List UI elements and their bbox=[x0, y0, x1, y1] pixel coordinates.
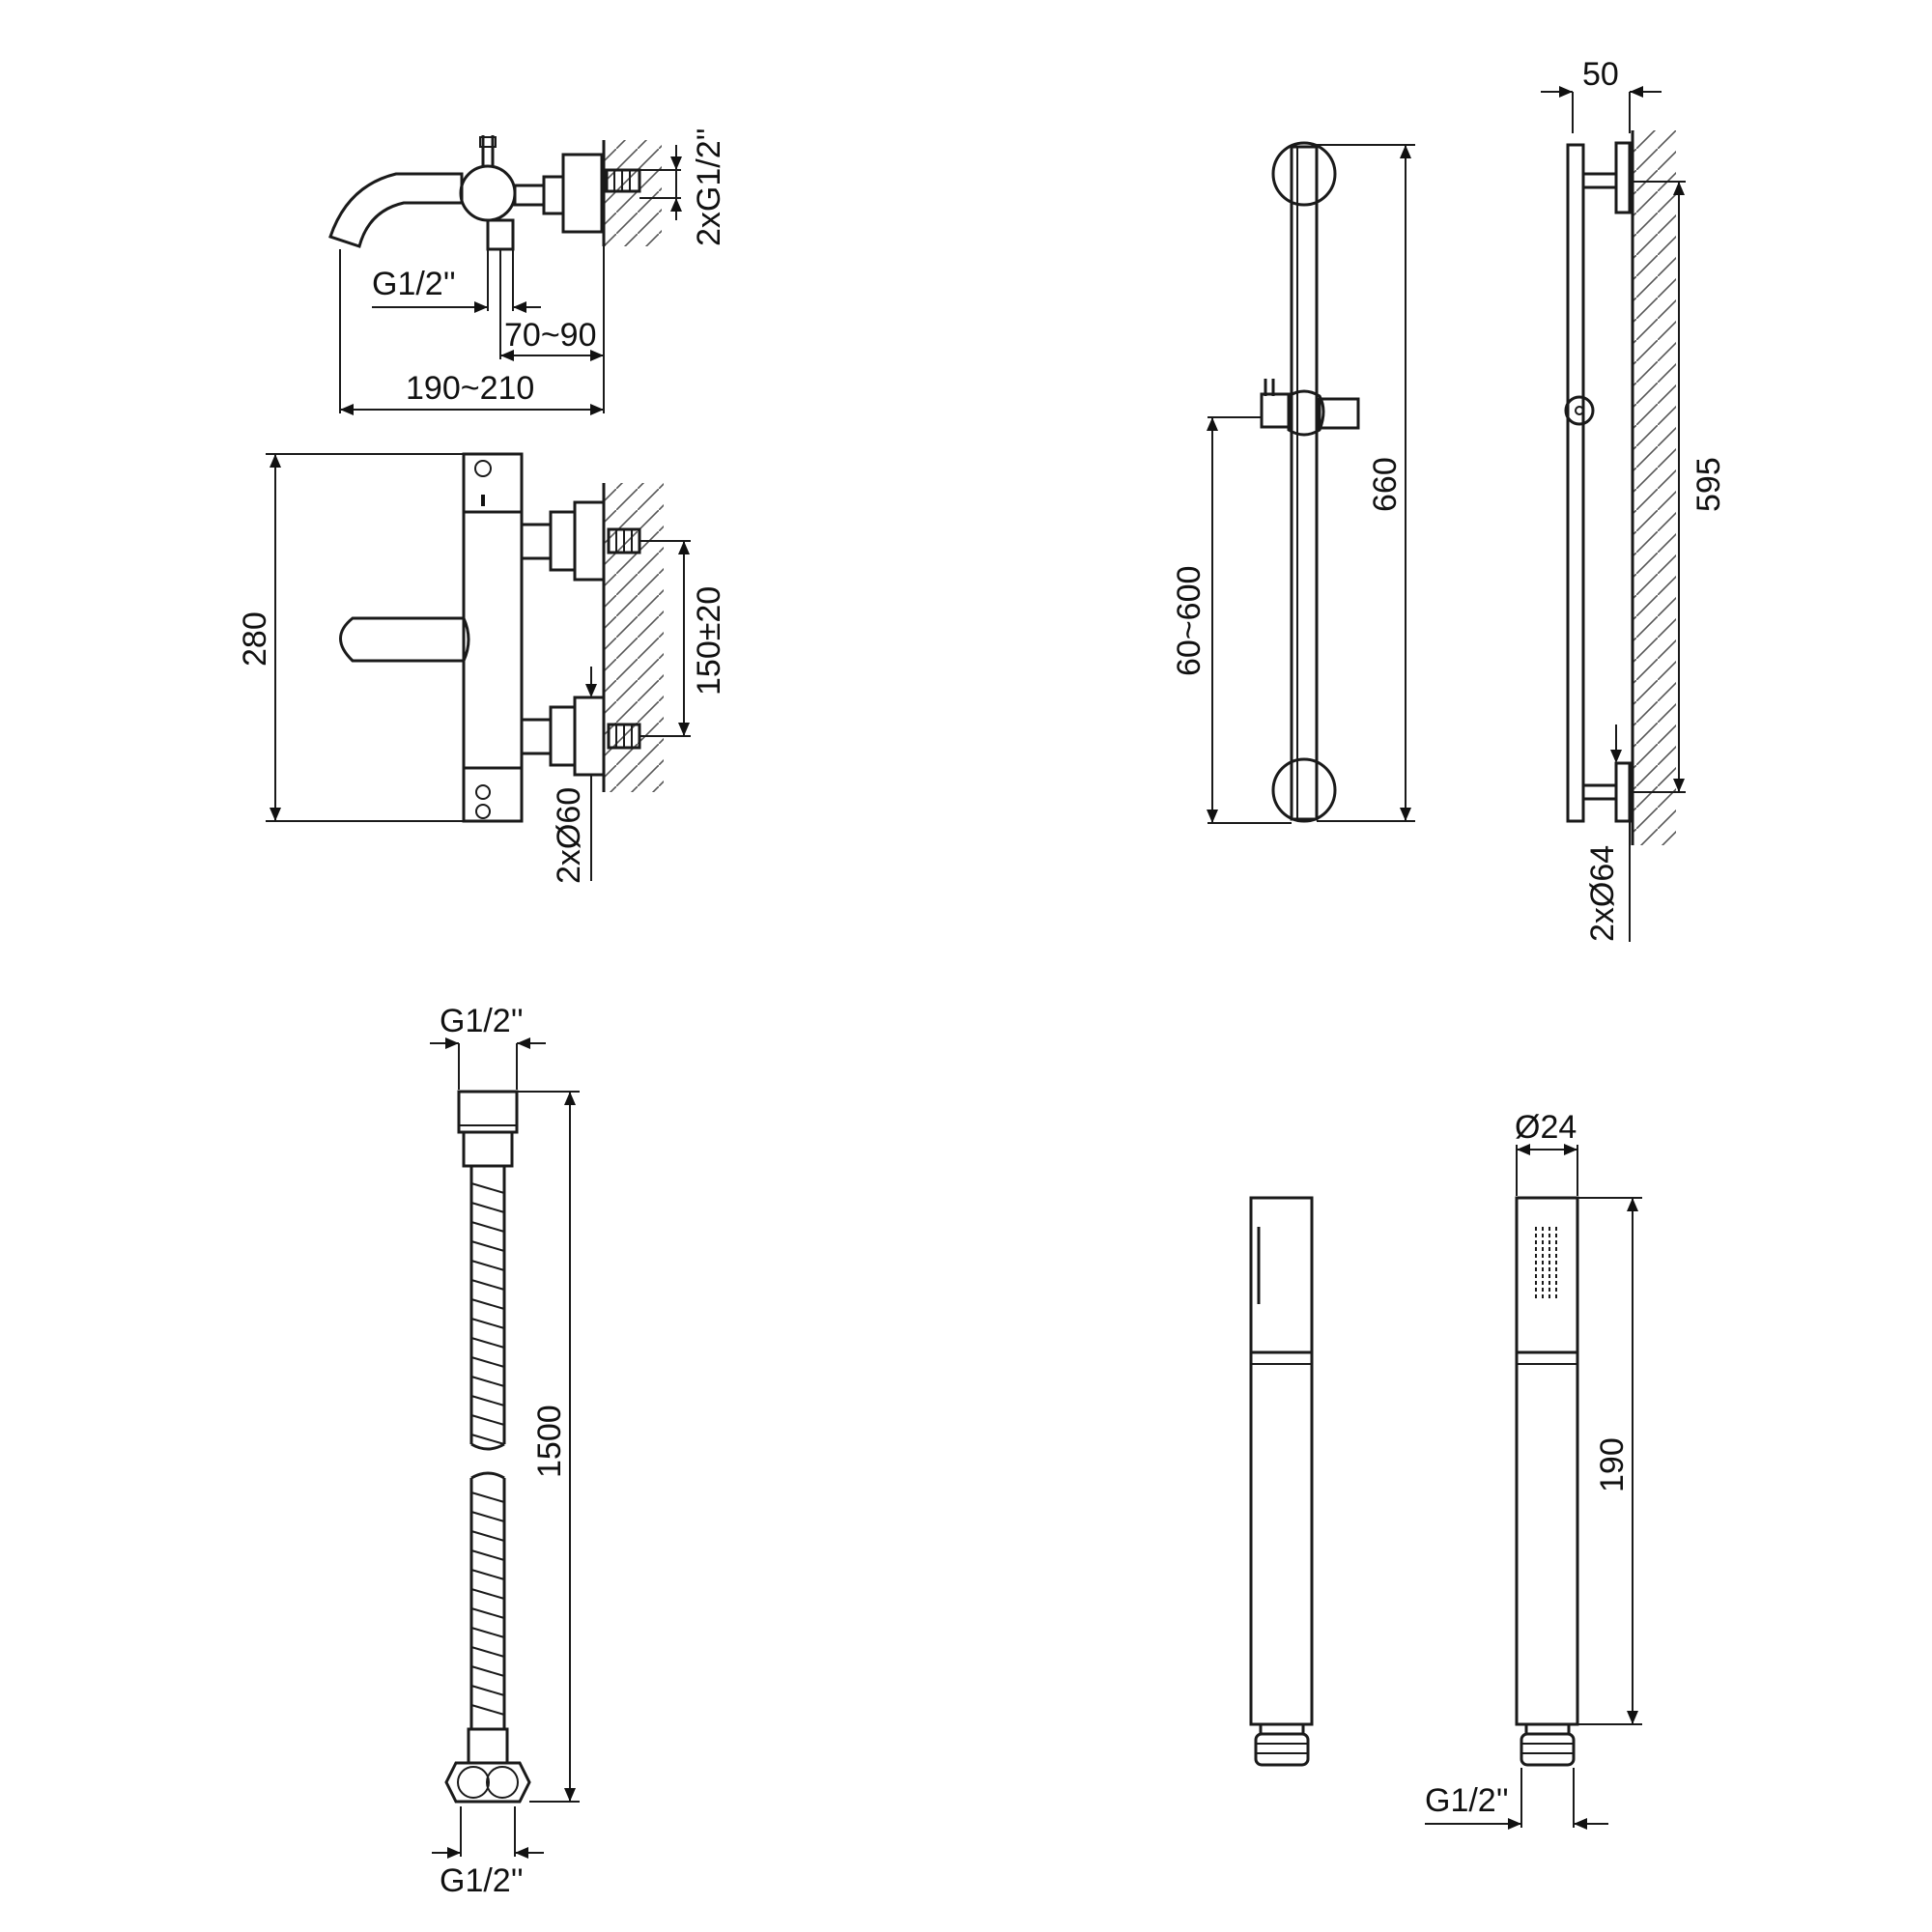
label-handshower-length: 190 bbox=[1594, 1437, 1631, 1492]
hand-shower-head bbox=[1515, 1196, 1579, 1726]
bath-mixer-front-view: 280 150±20 2xØ60 bbox=[237, 452, 727, 884]
label-mixer-height: 280 bbox=[237, 611, 273, 667]
label-hose-top-thread: G1/2'' bbox=[440, 1003, 524, 1039]
mixer-thermostatic-body bbox=[462, 452, 524, 823]
label-handshower-thread: G1/2'' bbox=[1425, 1782, 1509, 1819]
label-rail-length: 660 bbox=[1367, 457, 1404, 512]
label-inlet-thread: G1/2'' bbox=[372, 266, 456, 302]
label-hose-length: 1500 bbox=[531, 1405, 568, 1478]
label-mixer-flange: 2xØ60 bbox=[551, 787, 587, 884]
mixer-body bbox=[459, 164, 517, 222]
label-slider-range: 60~600 bbox=[1171, 566, 1208, 676]
rail-bar bbox=[1290, 145, 1319, 821]
hand-shower-front-view: Ø24 190 G1/2'' bbox=[1425, 1109, 1642, 1830]
label-wall-thread: 2xG1/2'' bbox=[691, 128, 727, 246]
hose-lower bbox=[469, 1478, 506, 1729]
bath-mixer-top-view: 2xG1/2'' G1/2'' 70~90 190~210 bbox=[328, 128, 727, 415]
label-handshower-diameter: Ø24 bbox=[1515, 1109, 1577, 1146]
label-projection-min: 70~90 bbox=[504, 317, 597, 354]
wall-hatch-rail bbox=[1633, 130, 1676, 845]
label-fixing-centres: 595 bbox=[1690, 457, 1727, 512]
spray-nozzles bbox=[1535, 1227, 1557, 1299]
slide-rail-side-view: 50 595 2xØ64 bbox=[1541, 56, 1727, 942]
label-hose-bottom-thread: G1/2'' bbox=[440, 1862, 524, 1899]
wall-hatch-front bbox=[604, 483, 664, 792]
label-rail-width: 50 bbox=[1582, 56, 1619, 93]
mixer-spout bbox=[339, 616, 464, 663]
slide-rail-front-view: 60~600 660 bbox=[1171, 141, 1415, 824]
wall-hatch-top bbox=[604, 140, 662, 246]
rail-slider bbox=[1260, 392, 1291, 429]
hand-shower-side-view bbox=[1249, 1196, 1314, 1767]
label-projection-total: 190~210 bbox=[406, 370, 534, 407]
label-mixer-centres: 150±20 bbox=[691, 586, 727, 696]
label-rail-flange: 2xØ64 bbox=[1584, 845, 1621, 942]
shower-hose: G1/2'' 1500 G1/2'' bbox=[430, 1003, 580, 1899]
spout bbox=[328, 172, 464, 248]
